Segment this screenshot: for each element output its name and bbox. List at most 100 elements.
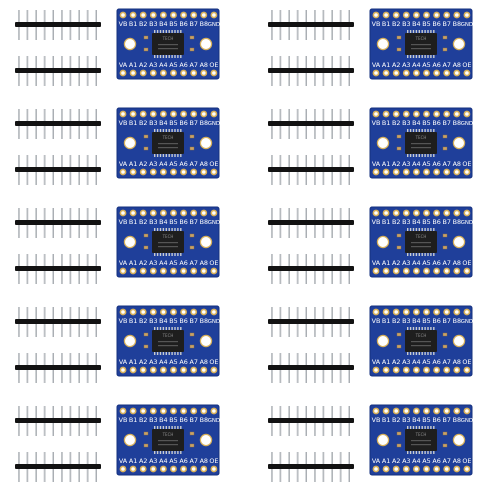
smd-component [396, 332, 402, 337]
bottom-pin-label: A3 [402, 160, 410, 168]
bottom-pin-label: VA [372, 160, 381, 168]
smd-component [143, 344, 149, 349]
smd-component [396, 35, 402, 40]
header-plastic-bar [15, 266, 101, 271]
bottom-pin-label: A5 [169, 457, 177, 465]
bottom-pin-label: A7 [442, 457, 450, 465]
bottom-pin-label: A5 [169, 259, 177, 267]
mounting-hole [376, 235, 390, 249]
top-pin-label: GND [208, 121, 220, 127]
top-pin-label: B2 [139, 317, 147, 325]
top-pin-label: B2 [139, 119, 147, 127]
pin-headers [14, 307, 106, 385]
pin-header-strip [15, 208, 101, 238]
bottom-pin-label: A1 [129, 61, 137, 69]
bottom-pin-label: OE [209, 259, 218, 267]
header-plastic-bar [268, 418, 354, 423]
top-pin-label: B6 [432, 218, 440, 226]
pin-header-strip [15, 109, 101, 139]
top-pin-label: B4 [412, 119, 420, 127]
top-pin-label: GND [208, 418, 220, 424]
bottom-pin-label: OE [209, 61, 218, 69]
smd-component [442, 47, 448, 52]
smd-component [396, 233, 402, 238]
bottom-pin-label: A2 [139, 61, 147, 69]
bottom-pin-label: A8 [200, 457, 208, 465]
bottom-pin-label: A7 [442, 358, 450, 366]
pin-header-strip [15, 10, 101, 40]
top-pin-label: VB [119, 119, 128, 127]
mounting-hole [123, 334, 137, 348]
top-pin-label: B1 [129, 218, 137, 226]
smd-component [442, 431, 448, 436]
chip-marking: TECH [415, 234, 427, 239]
top-pin-label: B2 [392, 416, 400, 424]
header-plastic-bar [268, 319, 354, 324]
bottom-pin-label: A3 [149, 259, 157, 267]
pin-header-strip [15, 307, 101, 337]
chip-marking: TECH [162, 36, 174, 41]
chip-marking: TECH [162, 234, 174, 239]
top-pin-label: B8 [200, 416, 208, 424]
top-pin-label: B7 [442, 119, 450, 127]
smd-component [143, 35, 149, 40]
bottom-pin-label: VA [372, 457, 381, 465]
chip-marking: TECH [162, 135, 174, 140]
top-pin-label: B8 [453, 218, 461, 226]
bottom-pin-label: A7 [189, 61, 197, 69]
top-pin-label: B7 [189, 119, 197, 127]
bottom-pin-label: OE [462, 160, 471, 168]
pin-header-pair [268, 208, 354, 284]
bottom-pin-label: A1 [382, 259, 390, 267]
bottom-pin-label: OE [209, 358, 218, 366]
pin-header-strip [268, 353, 354, 383]
bottom-pin-label: A5 [169, 358, 177, 366]
top-pin-label: B3 [149, 317, 157, 325]
pin-header-strip [268, 155, 354, 185]
top-pin-label: B3 [149, 20, 157, 28]
smd-component [189, 35, 195, 40]
bottom-pin-label: A4 [412, 61, 420, 69]
bottom-pin-label: A2 [392, 160, 400, 168]
bottom-pin-label: A7 [189, 259, 197, 267]
bottom-pin-label: A3 [402, 358, 410, 366]
header-plastic-bar [15, 22, 101, 27]
bottom-pin-label: A4 [159, 358, 167, 366]
top-pin-label: B8 [200, 317, 208, 325]
smd-component [442, 233, 448, 238]
smd-component [143, 443, 149, 448]
top-pin-label: B4 [159, 416, 167, 424]
top-pin-label: B5 [169, 317, 177, 325]
smd-component [143, 332, 149, 337]
pin-header-strip [268, 208, 354, 238]
header-plastic-bar [15, 319, 101, 324]
chip-marking: TECH [415, 135, 427, 140]
pin-headers [267, 10, 359, 88]
top-pin-label: B6 [179, 416, 187, 424]
top-pin-label: VB [119, 20, 128, 28]
bottom-pin-label: A4 [159, 160, 167, 168]
top-pin-label: B5 [169, 416, 177, 424]
bottom-pin-label: A8 [453, 457, 461, 465]
pin-headers [267, 406, 359, 484]
bottom-pin-label: A3 [149, 61, 157, 69]
bottom-pin-label: A1 [382, 61, 390, 69]
top-pin-label: B5 [422, 218, 430, 226]
mounting-hole [199, 37, 213, 51]
bottom-pin-label: A8 [200, 259, 208, 267]
top-pin-label: B2 [392, 119, 400, 127]
chip-marking: TECH [162, 333, 174, 338]
top-pin-label: B5 [422, 20, 430, 28]
top-pin-label: B4 [159, 218, 167, 226]
mounting-hole [452, 136, 466, 150]
pin-headers [14, 208, 106, 286]
pin-header-strip [15, 155, 101, 185]
pin-header-pair [268, 307, 354, 383]
